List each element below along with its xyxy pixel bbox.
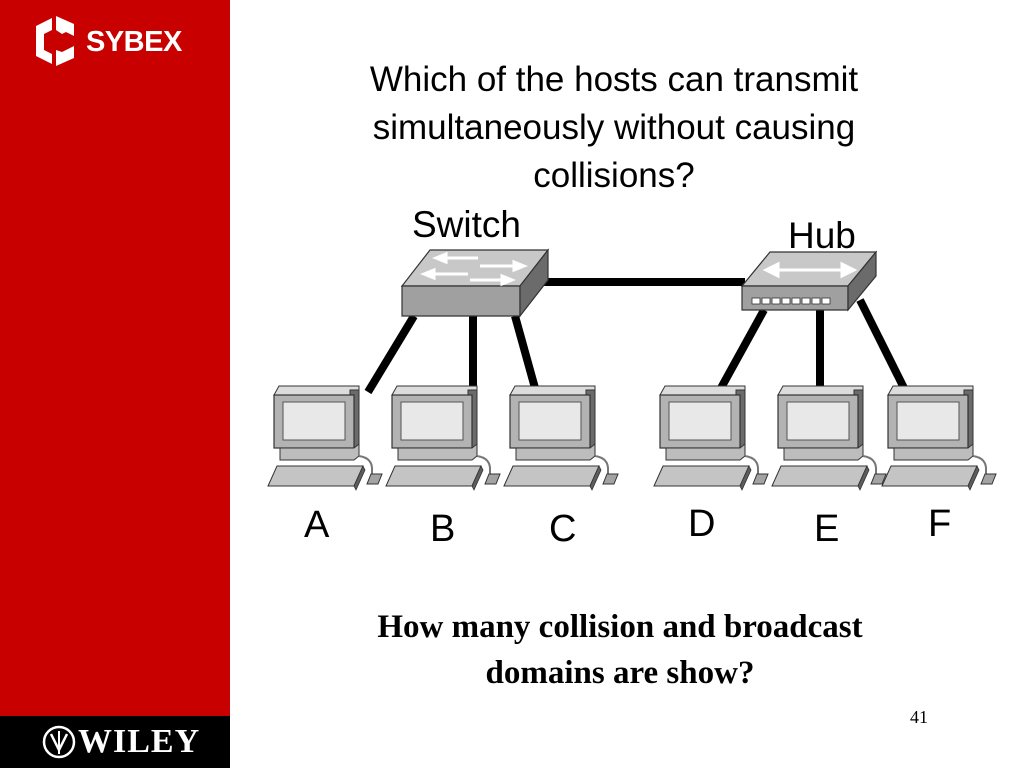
host-b-computer-icon — [385, 385, 501, 491]
host-f-computer-icon — [881, 385, 997, 491]
sidebar-band — [0, 0, 230, 716]
host-label-f: F — [928, 503, 952, 545]
question-text: Which of the hosts can transmit simultan… — [300, 56, 928, 200]
network-cables — [364, 278, 909, 395]
host-label-d: D — [688, 503, 716, 545]
footer-bar — [0, 716, 230, 768]
bottom-question-line: domains are show? — [485, 655, 755, 691]
host-d-computer-icon — [653, 385, 769, 491]
cable-host-a — [364, 313, 418, 395]
question-line: Which of the hosts can transmit — [369, 60, 859, 99]
bottom-question-text: How many collision and broadcast domains… — [300, 604, 940, 696]
cable-host-d — [717, 308, 768, 390]
switch-icon — [400, 248, 550, 318]
bottom-question-line: How many collision and broadcast — [377, 609, 863, 645]
hub-icon — [740, 250, 878, 312]
host-label-e: E — [814, 508, 840, 550]
hub-label: Hub — [788, 215, 856, 256]
wiley-logo-text: WILEY — [78, 723, 201, 760]
host-c-computer-icon — [503, 385, 619, 491]
sybex-logo-text: SYBEX — [86, 26, 182, 58]
wiley-logo-icon — [42, 725, 76, 759]
host-label-a: A — [304, 504, 330, 546]
host-label-c: C — [549, 508, 577, 550]
cable-host-f — [856, 298, 909, 392]
host-e-computer-icon — [771, 385, 887, 491]
switch-label: Switch — [412, 204, 521, 245]
host-label-b: B — [430, 508, 456, 550]
question-line: collisions? — [533, 156, 695, 195]
question-line: simultaneously without causing — [372, 108, 856, 147]
cable-host-c — [511, 314, 539, 390]
sybex-logo-icon — [36, 16, 74, 66]
host-a-computer-icon — [267, 385, 383, 491]
page-number: 41 — [910, 707, 928, 727]
